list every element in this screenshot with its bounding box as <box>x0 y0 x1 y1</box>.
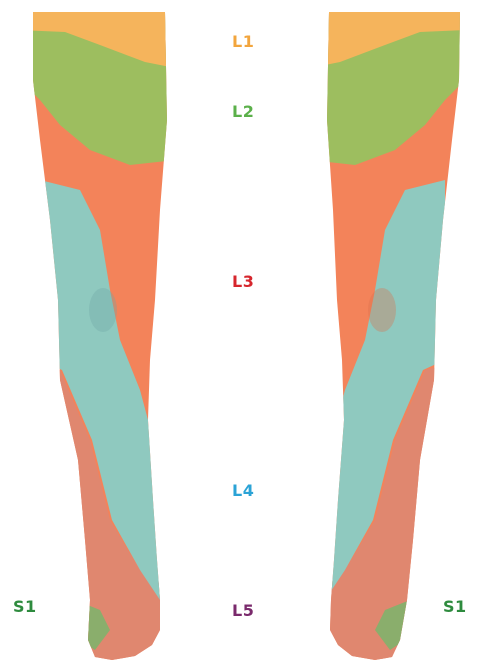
label-l5: L5 <box>232 603 254 619</box>
right-knee-shadow <box>368 288 396 332</box>
label-s1-right: S1 <box>443 599 467 615</box>
label-l3: L3 <box>232 274 254 290</box>
right-leg <box>240 0 485 670</box>
label-l4: L4 <box>232 483 254 499</box>
label-l2: L2 <box>232 104 254 120</box>
left-knee-shadow <box>89 288 117 332</box>
left-leg <box>0 0 250 670</box>
label-l1: L1 <box>232 34 254 50</box>
label-s1-left: S1 <box>13 599 37 615</box>
